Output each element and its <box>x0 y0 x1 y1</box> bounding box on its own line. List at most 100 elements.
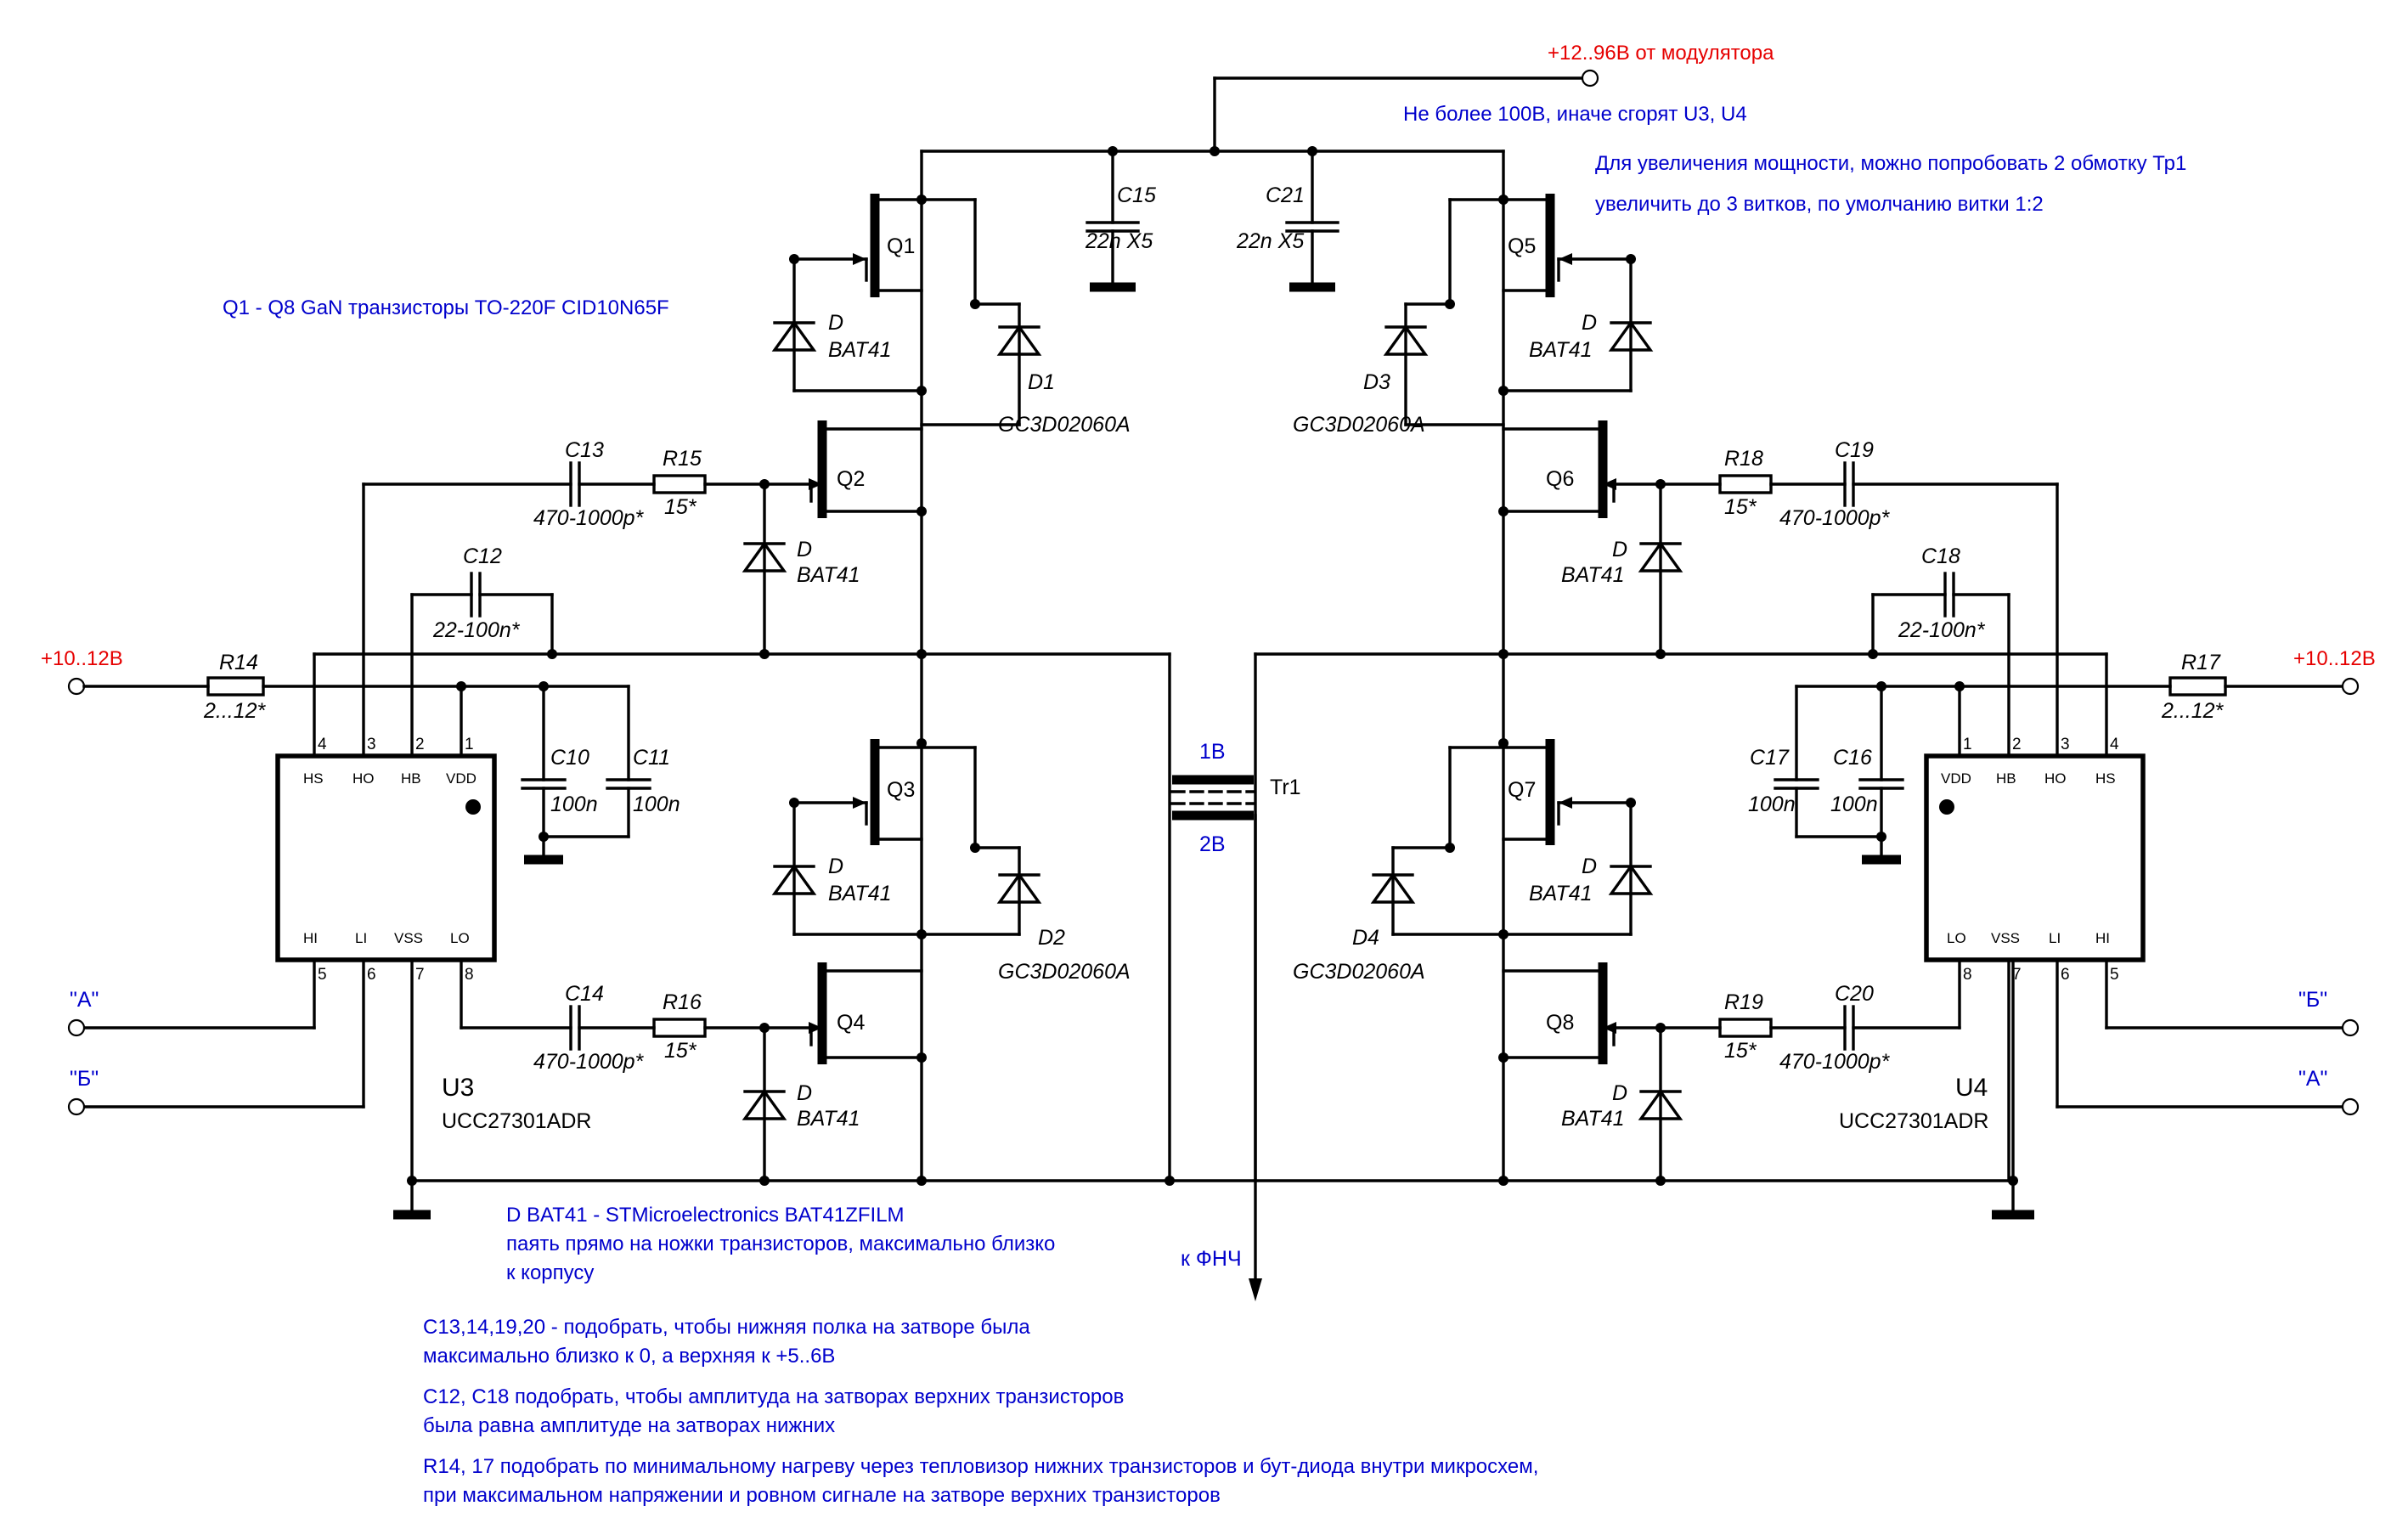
svg-text:3: 3 <box>2061 736 2070 753</box>
d3-part: GC3D02060A <box>1293 413 1425 437</box>
c13-ref: C13 <box>565 438 604 462</box>
svg-text:4: 4 <box>318 736 327 753</box>
c20-value: 470-1000p* <box>1779 1050 1891 1074</box>
diode-ref: D <box>797 1081 812 1105</box>
q5-label: Q5 <box>1508 234 1536 258</box>
right-supply-label: +10..12В <box>2293 647 2376 670</box>
right-midpoint-bus <box>1254 649 1878 1182</box>
diode-ref: D <box>1582 311 1597 335</box>
cap-note-1: C13,14,19,20 - подобрать, чтобы нижняя п… <box>423 1316 1030 1339</box>
input-a-left-label: "А" <box>70 988 99 1012</box>
transistor-q7: Q7 <box>1448 739 1633 849</box>
input-terminal-b[interactable] <box>2341 1018 2360 1037</box>
r19-value: 15* <box>1724 1039 1757 1063</box>
diode-part: BAT41 <box>1529 338 1593 362</box>
svg-text:8: 8 <box>1963 966 1972 984</box>
gate-drive-q8: R19 15* C20 470-1000p* <box>1659 982 1961 1074</box>
r15-ref: R15 <box>663 447 702 471</box>
left-inputs: "А" "Б" <box>67 988 365 1116</box>
u3-ref: U3 <box>442 1074 474 1102</box>
diode-bat41-q6: D BAT41 <box>1561 479 1683 656</box>
diode-note-3: к корпусу <box>506 1261 594 1284</box>
u4-pin-vdd: VDD <box>1941 770 1971 787</box>
ground-bus <box>393 941 2034 1220</box>
res-note-1: R14, 17 подобрать по минимальному нагрев… <box>423 1455 1538 1478</box>
gate-drive-q4: C14 470-1000p* R16 15* <box>460 982 766 1074</box>
svg-text:4: 4 <box>2110 736 2119 753</box>
d2-part: GC3D02060A <box>998 960 1131 984</box>
diode-ref: D <box>1582 855 1597 878</box>
q7-label: Q7 <box>1508 778 1536 802</box>
left-supply-label: +10..12В <box>41 647 123 670</box>
c15-value: 22n X5 <box>1085 229 1153 253</box>
r17-value: 2...12* <box>2161 699 2225 723</box>
diode-d4: D4 GC3D02060A <box>1293 843 1505 984</box>
supply-terminal[interactable] <box>1581 69 1599 87</box>
left-half-bridge <box>916 195 977 1182</box>
input-terminal-a[interactable] <box>67 1018 86 1037</box>
cap-note-3: C12, C18 подобрать, чтобы амплитуда на з… <box>423 1385 1124 1408</box>
r18-value: 15* <box>1724 495 1757 519</box>
c13-value: 470-1000p* <box>533 506 645 530</box>
input-terminal-a[interactable] <box>2341 1097 2360 1116</box>
q6-label: Q6 <box>1546 467 1574 491</box>
capacitor-c21: C21 22n X5 <box>1236 149 1339 292</box>
diode-part: BAT41 <box>1561 563 1625 587</box>
c20-ref: C20 <box>1835 982 1874 1006</box>
diode-note-2: паять прямо на ножки транзисторов, макси… <box>506 1233 1055 1255</box>
svg-text:7: 7 <box>415 966 425 984</box>
input-terminal-b[interactable] <box>67 1097 86 1116</box>
svg-text:1: 1 <box>465 736 474 753</box>
c10-value: 100n <box>550 793 598 816</box>
transistor-q2: Q2 <box>763 420 923 518</box>
gate-drive-q6: R18 15* C19 470-1000p* <box>1659 438 2059 530</box>
diode-ref: D <box>1612 1081 1627 1105</box>
svg-text:2: 2 <box>415 736 425 753</box>
cap-note-2: максимально близко к 0, а верхняя к +5..… <box>423 1345 835 1368</box>
c19-value: 470-1000p* <box>1779 506 1891 530</box>
u4-ref: U4 <box>1955 1074 1988 1102</box>
c18-value: 22-100n* <box>1898 618 1986 642</box>
d1-label: D1 <box>1028 370 1055 394</box>
c11-value: 100n <box>633 793 680 816</box>
input-a-right-label: "А" <box>2298 1067 2327 1091</box>
lpf-output-label: к ФНЧ <box>1181 1247 1242 1271</box>
max-voltage-note: Не более 100В, иначе сгорят U3, U4 <box>1403 103 1747 126</box>
winding-2-label: 2В <box>1199 832 1226 856</box>
d4-label: D4 <box>1352 926 1379 950</box>
input-b-right-label: "Б" <box>2298 988 2327 1012</box>
c16-value: 100n <box>1830 793 1878 816</box>
c18-ref: C18 <box>1921 544 1960 568</box>
winding-1-label: 1В <box>1199 740 1226 764</box>
u4-pin-hb: HB <box>1996 770 2016 787</box>
diode-ref: D <box>1612 538 1627 561</box>
supply-terminal[interactable] <box>67 677 86 696</box>
diode-d2: D2 GC3D02060A <box>920 843 1131 984</box>
transistors-note: Q1 - Q8 GaN транзисторы TO-220F CID10N65… <box>223 296 669 319</box>
diode-part: BAT41 <box>828 338 892 362</box>
r14-value: 2...12* <box>203 699 267 723</box>
transistor-q1: Q1 <box>792 194 923 297</box>
diode-bat41-q2: D BAT41 <box>742 479 860 656</box>
u4-pin-ho: HO <box>2044 770 2067 787</box>
right-half-bridge <box>1448 195 1509 1182</box>
diode-ref: D <box>797 538 812 561</box>
c12-ref: C12 <box>463 544 502 568</box>
r16-ref: R16 <box>663 990 702 1014</box>
transistor-q6: Q6 <box>1502 420 1662 518</box>
u4-pin-lo: LO <box>1947 930 1966 946</box>
transistor-q4: Q4 <box>763 962 923 1064</box>
c17-value: 100n <box>1748 793 1796 816</box>
gate-drive-q2: C13 470-1000p* R15 15* <box>362 438 766 530</box>
diode-ref: D <box>828 855 843 878</box>
right-inputs: "Б" "А" <box>2056 988 2360 1116</box>
svg-text:7: 7 <box>2012 966 2022 984</box>
r17-ref: R17 <box>2181 651 2221 674</box>
res-note-2: при максимальном напряжении и ровном сиг… <box>423 1484 1221 1507</box>
supply-terminal[interactable] <box>2341 677 2360 696</box>
q8-label: Q8 <box>1546 1011 1574 1035</box>
q4-label: Q4 <box>837 1011 865 1035</box>
r19-ref: R19 <box>1724 990 1763 1014</box>
u3-pin-hs: HS <box>303 770 324 787</box>
q2-label: Q2 <box>837 467 865 491</box>
